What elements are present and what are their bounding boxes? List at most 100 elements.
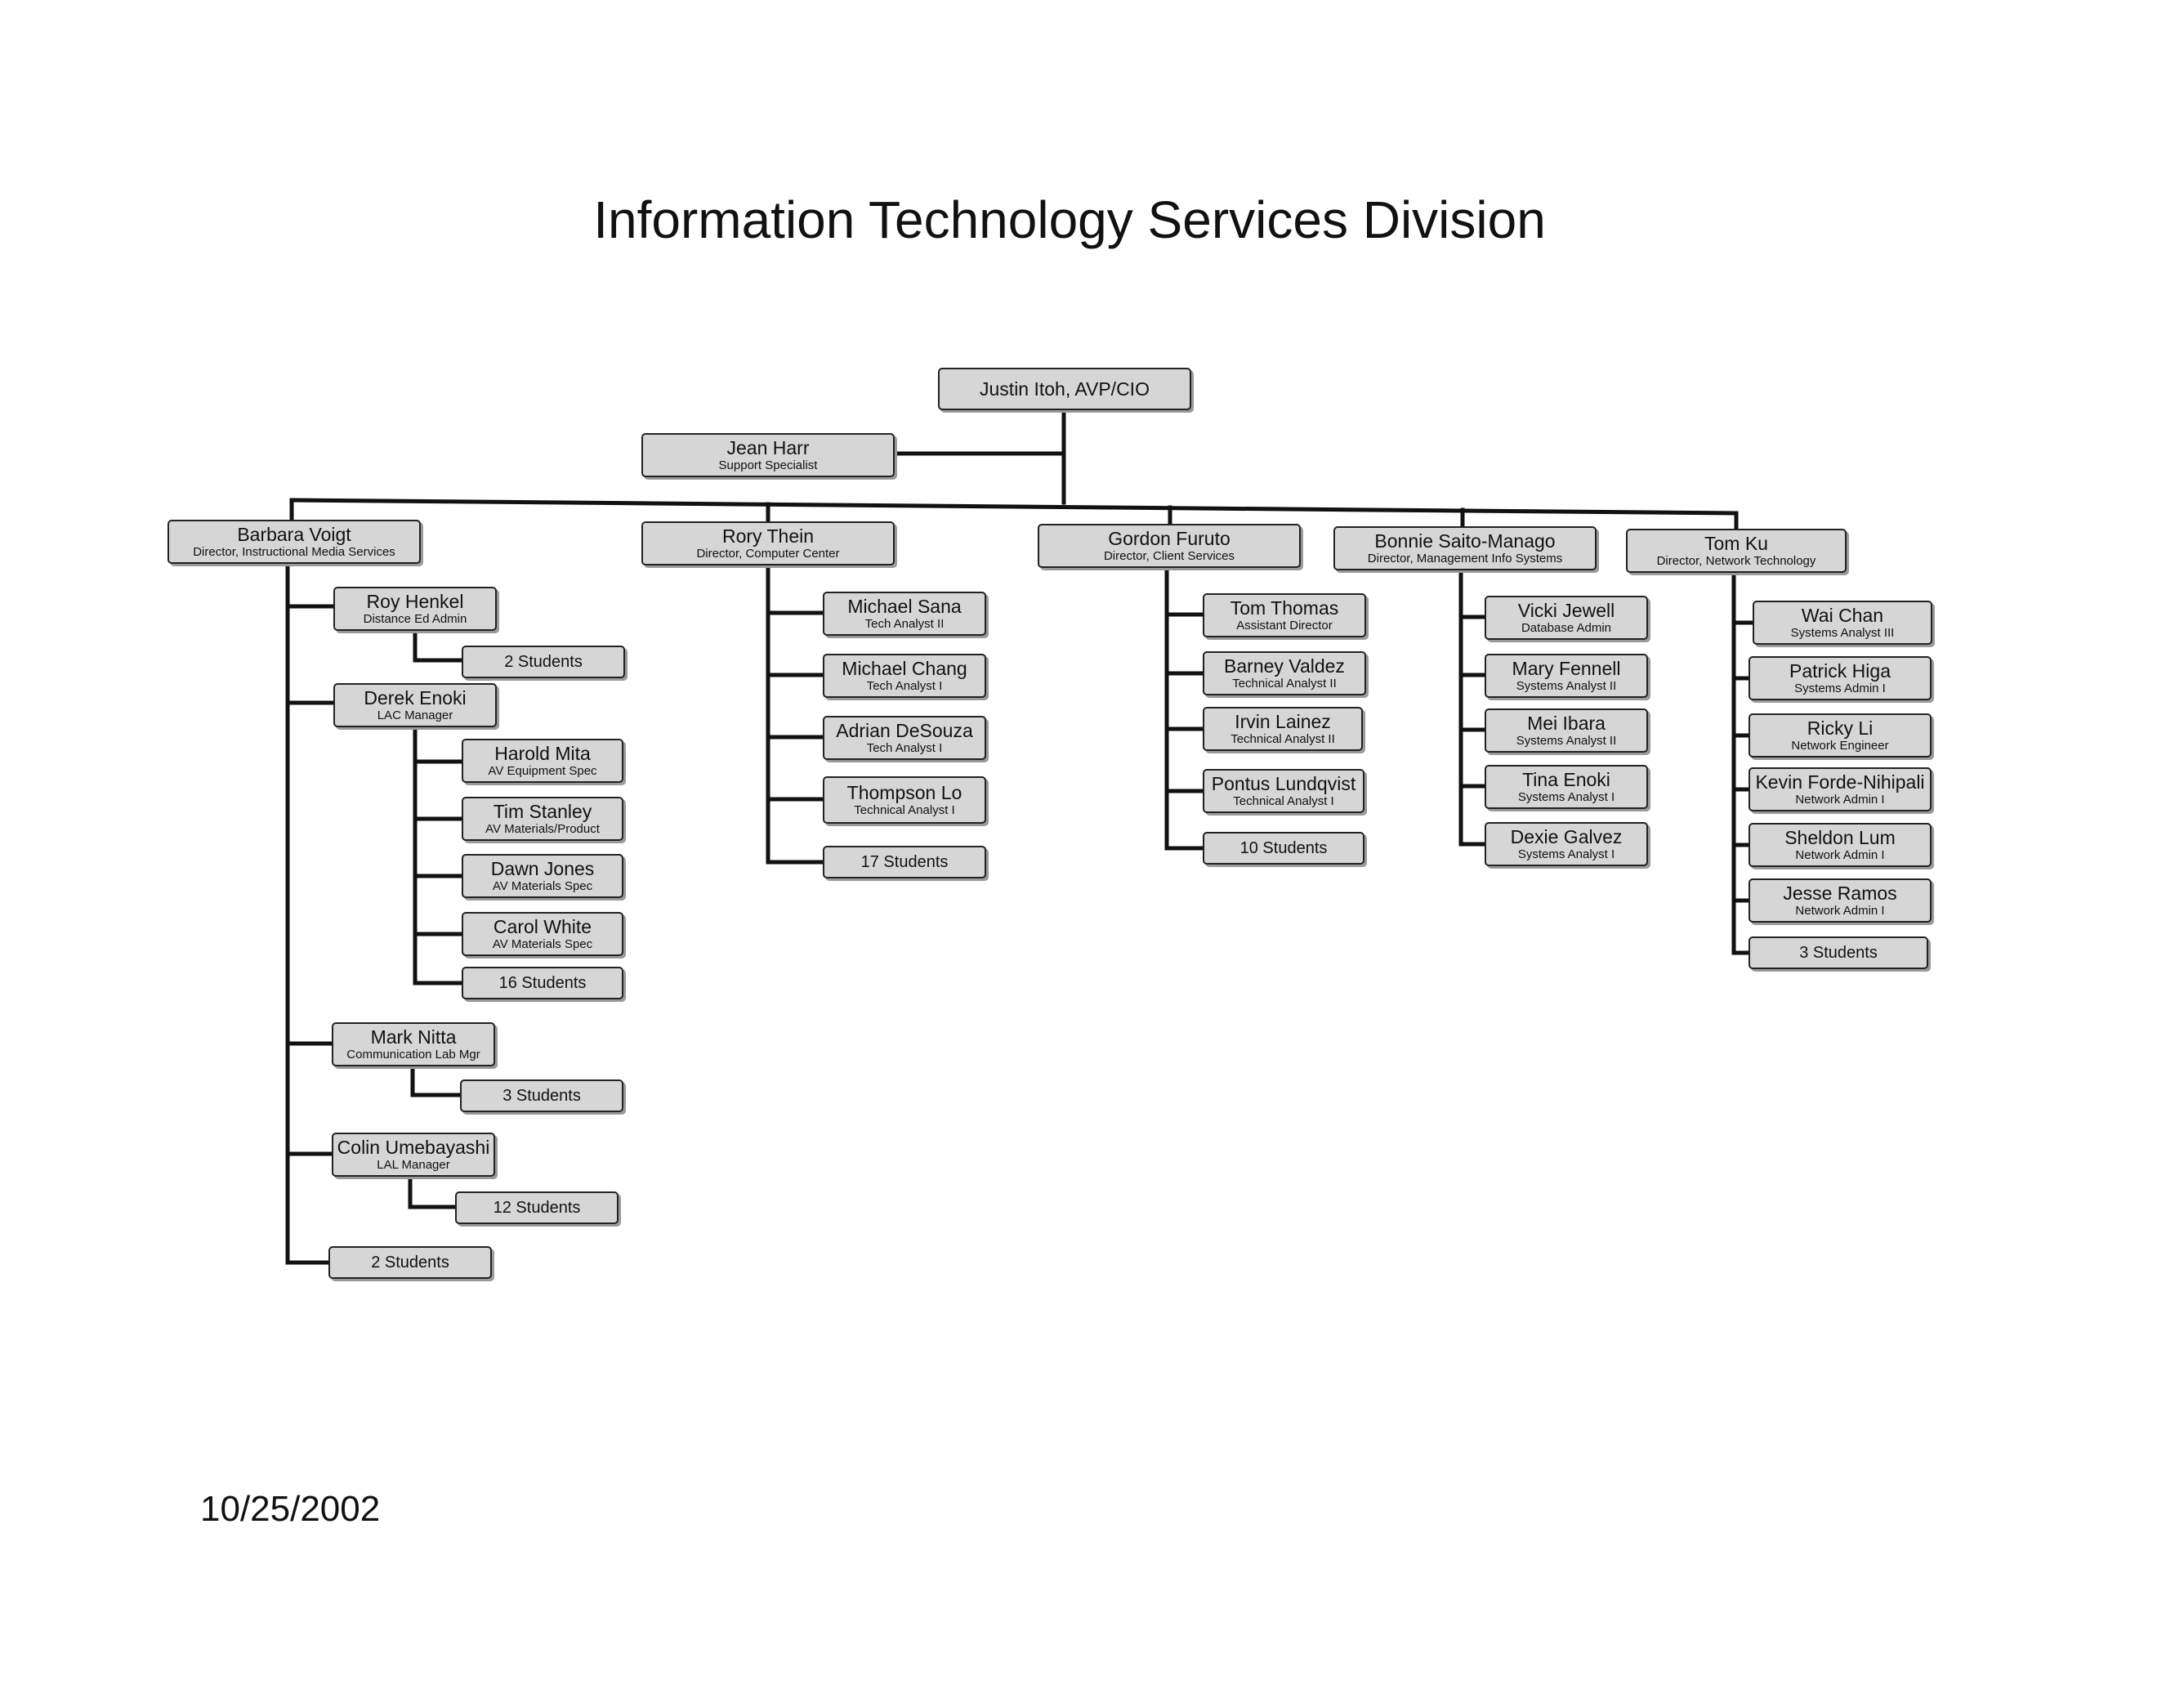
node-name: Jean Harr (726, 437, 810, 458)
node-role: LAC Manager (377, 708, 453, 722)
node-harold-mita: Harold Mita AV Equipment Spec (462, 739, 623, 783)
node-dexie-galvez: Dexie Galvez Systems Analyst I (1485, 822, 1648, 866)
node-dawn-jones: Dawn Jones AV Materials Spec (462, 854, 623, 898)
node-role: Systems Analyst III (1790, 626, 1895, 640)
node-name: Thompson Lo (846, 782, 962, 803)
node-colin-umebayashi: Colin Umebayashi LAL Manager (332, 1133, 495, 1177)
node-jean-harr: Jean Harr Support Specialist (641, 433, 895, 477)
node-role: Technical Analyst II (1230, 732, 1335, 746)
node-name: Kevin Forde-Nihipali (1755, 771, 1925, 793)
node-tom-thomas: Tom Thomas Assistant Director (1203, 593, 1366, 637)
node-name: Mei Ibara (1527, 713, 1606, 734)
node-name: Justin Itoh, AVP/CIO (980, 378, 1150, 400)
node-role: Distance Ed Admin (363, 612, 467, 626)
node-students: 17 Students (823, 846, 986, 878)
node-role: Tech Analyst I (866, 741, 943, 755)
node-name: Derek Enoki (364, 687, 467, 708)
node-vicki-jewell: Vicki Jewell Database Admin (1485, 596, 1648, 640)
node-name: Colin Umebayashi (337, 1137, 490, 1158)
node-students: 12 Students (455, 1191, 619, 1224)
chart-date: 10/25/2002 (200, 1489, 381, 1529)
node-name: Tim Stanley (493, 801, 592, 822)
node-name: Roy Henkel (366, 591, 464, 612)
node-students: 2 Students (328, 1246, 492, 1279)
node-role: Database Admin (1521, 621, 1612, 635)
node-role: Network Admin I (1795, 848, 1885, 862)
node-name: Tom Ku (1704, 533, 1768, 554)
node-name: Tina Enoki (1522, 769, 1610, 790)
node-name: Patrick Higa (1789, 660, 1891, 682)
node-name: 2 Students (371, 1253, 449, 1272)
node-name: Tom Thomas (1230, 597, 1339, 619)
node-name: 10 Students (1239, 838, 1328, 857)
node-bonnie-saito-manago: Bonnie Saito-Manago Director, Management… (1333, 526, 1597, 570)
node-students: 3 Students (1749, 936, 1928, 969)
node-name: Gordon Furuto (1108, 528, 1230, 549)
node-role: AV Materials/Product (485, 822, 600, 836)
node-mark-nitta: Mark Nitta Communication Lab Mgr (332, 1022, 495, 1066)
node-role: AV Equipment Spec (488, 764, 597, 778)
node-name: 2 Students (504, 652, 583, 671)
node-michael-sana: Michael Sana Tech Analyst II (823, 592, 986, 636)
node-wai-chan: Wai Chan Systems Analyst III (1753, 601, 1932, 645)
node-role: Technical Analyst I (854, 803, 955, 817)
node-role: Network Admin I (1795, 793, 1885, 807)
node-gordon-furuto: Gordon Furuto Director, Client Services (1038, 524, 1301, 568)
node-role: Tech Analyst II (864, 617, 945, 631)
node-derek-enoki: Derek Enoki LAC Manager (333, 683, 497, 727)
node-name: 12 Students (493, 1198, 581, 1217)
node-irvin-lainez: Irvin Lainez Technical Analyst II (1203, 707, 1363, 751)
node-students: 2 Students (462, 646, 625, 678)
node-students: 16 Students (462, 967, 623, 999)
node-name: Pontus Lundqvist (1211, 773, 1356, 794)
node-role: Systems Admin I (1794, 682, 1886, 695)
node-role: AV Materials Spec (492, 937, 593, 951)
node-name: Carol White (493, 916, 592, 937)
node-name: Michael Sana (847, 596, 962, 617)
node-pontus-lundqvist: Pontus Lundqvist Technical Analyst I (1203, 769, 1364, 813)
node-role: Director, Management Info Systems (1367, 552, 1563, 565)
node-name: 17 Students (860, 852, 949, 871)
node-tom-ku: Tom Ku Director, Network Technology (1626, 529, 1847, 573)
node-name: Vicki Jewell (1517, 600, 1615, 621)
connector (289, 498, 1739, 516)
node-role: Director, Client Services (1103, 549, 1235, 563)
node-name: Jesse Ramos (1783, 883, 1897, 904)
node-students: 3 Students (460, 1079, 623, 1112)
node-name: Dawn Jones (490, 858, 595, 879)
node-thompson-lo: Thompson Lo Technical Analyst I (823, 776, 986, 824)
node-mary-fennell: Mary Fennell Systems Analyst II (1485, 654, 1648, 698)
node-role: Systems Analyst I (1517, 847, 1615, 861)
node-ricky-li: Ricky Li Network Engineer (1749, 713, 1932, 758)
node-name: 3 Students (1799, 943, 1878, 962)
node-name: 16 Students (498, 973, 587, 992)
node-barney-valdez: Barney Valdez Technical Analyst II (1203, 651, 1366, 695)
node-role: Systems Analyst II (1516, 679, 1617, 693)
node-role: Network Admin I (1795, 904, 1885, 918)
node-role: LAL Manager (377, 1158, 450, 1172)
node-role: Director, Computer Center (696, 547, 840, 561)
node-name: Wai Chan (1801, 605, 1884, 626)
node-michael-chang: Michael Chang Tech Analyst I (823, 654, 986, 698)
node-name: Adrian DeSouza (836, 720, 973, 741)
node-role: Technical Analyst II (1232, 677, 1337, 691)
node-name: Mark Nitta (370, 1026, 457, 1048)
node-role: Systems Analyst II (1516, 734, 1617, 748)
node-role: Director, Network Technology (1656, 554, 1816, 568)
node-name: Irvin Lainez (1235, 711, 1331, 732)
node-justin-itoh: Justin Itoh, AVP/CIO (938, 368, 1191, 410)
node-name: Dexie Galvez (1510, 826, 1623, 847)
node-sheldon-lum: Sheldon Lum Network Admin I (1749, 823, 1932, 867)
node-jesse-ramos: Jesse Ramos Network Admin I (1749, 878, 1932, 923)
node-patrick-higa: Patrick Higa Systems Admin I (1749, 656, 1932, 700)
node-role: Technical Analyst I (1233, 794, 1334, 808)
node-name: Michael Chang (842, 658, 967, 679)
node-carol-white: Carol White AV Materials Spec (462, 912, 623, 956)
node-name: Barbara Voigt (237, 524, 351, 545)
node-name: 3 Students (502, 1086, 581, 1105)
node-roy-henkel: Roy Henkel Distance Ed Admin (333, 587, 497, 631)
node-mei-ibara: Mei Ibara Systems Analyst II (1485, 708, 1648, 753)
node-role: Network Engineer (1791, 739, 1889, 753)
node-barbara-voigt: Barbara Voigt Director, Instructional Me… (167, 520, 421, 564)
